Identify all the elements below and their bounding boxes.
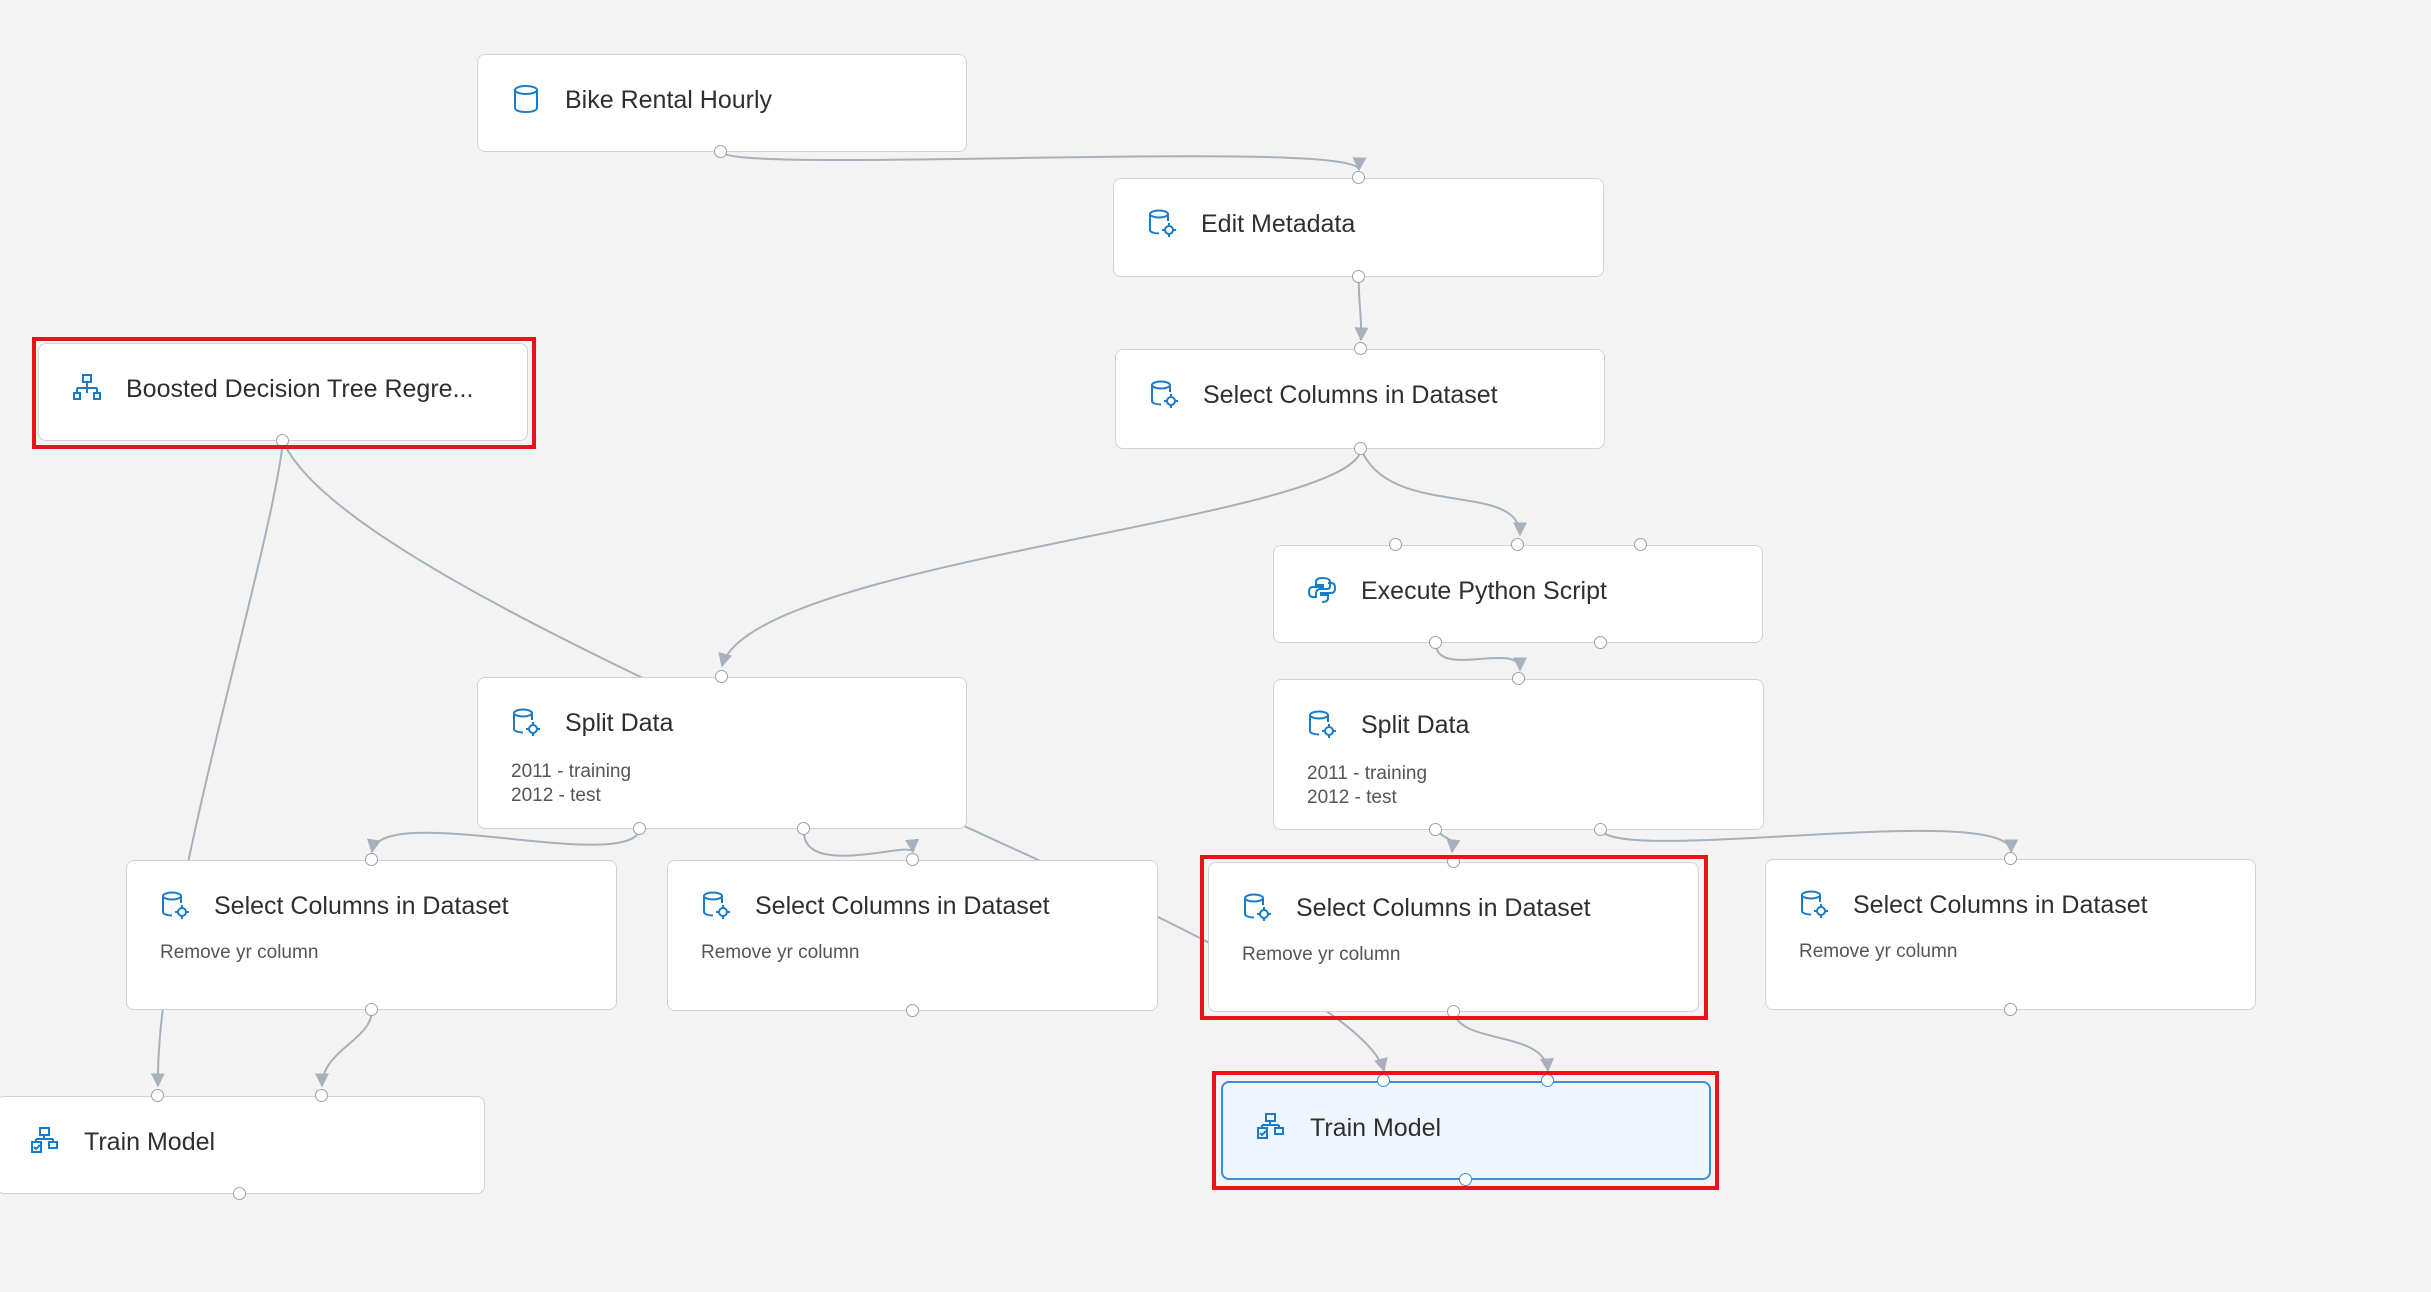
dataset-transform-icon [1149,209,1176,237]
module-bike-rental-hourly[interactable]: Bike Rental Hourly [477,54,967,152]
dataset-transform-icon [513,708,540,736]
module-title: Select Columns in Dataset [755,892,1050,920]
python-icon [1307,576,1337,603]
module-edit-metadata[interactable]: Edit Metadata [1113,178,1604,277]
output-port[interactable] [1352,270,1365,283]
module-comment: Remove yr column [1242,944,1401,965]
input-port[interactable] [1447,855,1460,868]
input-port[interactable] [1512,672,1525,685]
module-select-columns-2[interactable]: Select Columns in Dataset Remove yr colu… [667,860,1158,1011]
output-port[interactable] [797,822,810,835]
input-port[interactable] [365,853,378,866]
input-port[interactable] [2004,852,2017,865]
module-title: Split Data [565,709,674,737]
output-port[interactable] [714,145,727,158]
module-select-columns-top[interactable]: Select Columns in Dataset [1115,349,1605,449]
module-title: Edit Metadata [1201,210,1356,238]
connection-edge [718,448,1362,668]
connection-edge [367,828,641,854]
module-select-columns-3[interactable]: Select Columns in Dataset Remove yr colu… [1208,862,1699,1012]
module-execute-python-script[interactable]: Execute Python Script [1273,545,1763,643]
connection-edge [1600,829,2019,854]
input-port[interactable] [1541,1074,1554,1087]
decision-tree-icon [73,374,101,400]
dataset-transform-icon [1801,890,1828,918]
module-select-columns-4[interactable]: Select Columns in Dataset Remove yr colu… [1765,859,2256,1010]
module-train-model-right[interactable]: Train Model [1221,1081,1711,1180]
input-port[interactable] [715,670,728,683]
input-port[interactable] [1352,171,1365,184]
input-port[interactable] [1634,538,1647,551]
output-port[interactable] [2004,1003,2017,1016]
module-title: Train Model [84,1128,216,1156]
dataset-transform-icon [1309,710,1336,738]
dataset-transform-icon [162,891,189,919]
module-title: Select Columns in Dataset [214,892,509,920]
module-comment: Remove yr column [1799,941,1958,962]
connection-edge [1434,642,1527,672]
dataset-transform-icon [703,891,730,919]
connection-edge [315,1009,373,1088]
input-port[interactable] [1511,538,1524,551]
input-port[interactable] [315,1089,328,1102]
output-port[interactable] [1354,442,1367,455]
module-param-line: 2011 - training [1307,763,1428,784]
input-port[interactable] [1377,1074,1390,1087]
input-port[interactable] [1389,538,1402,551]
output-port[interactable] [1429,636,1442,649]
module-param-line: 2012 - test [1307,787,1397,808]
module-title: Select Columns in Dataset [1203,381,1498,409]
module-title: Select Columns in Dataset [1853,891,2148,919]
connection-edge [720,151,1367,172]
input-port[interactable] [151,1089,164,1102]
output-port[interactable] [906,1004,919,1017]
module-title: Execute Python Script [1361,577,1607,605]
output-port[interactable] [1459,1173,1472,1186]
output-port[interactable] [633,822,646,835]
output-port[interactable] [1429,823,1442,836]
dataset-transform-icon [1151,380,1178,408]
output-port[interactable] [233,1187,246,1200]
module-boosted-decision-tree[interactable]: Boosted Decision Tree Regre... [38,343,528,441]
output-port[interactable] [1447,1005,1460,1018]
module-title: Boosted Decision Tree Regre... [126,375,474,403]
module-comment: Remove yr column [701,942,860,963]
module-train-model-left[interactable]: Train Model [0,1096,485,1194]
output-port[interactable] [276,434,289,447]
output-port[interactable] [1594,823,1607,836]
module-title: Select Columns in Dataset [1296,894,1591,922]
output-port[interactable] [1594,636,1607,649]
train-model-icon [1257,1113,1284,1139]
module-comment: Remove yr column [160,942,319,963]
input-port[interactable] [906,853,919,866]
output-port[interactable] [365,1003,378,1016]
module-select-columns-1[interactable]: Select Columns in Dataset Remove yr colu… [126,860,617,1010]
connection-edge [1453,1011,1555,1073]
module-split-data-right[interactable]: Split Data 2011 - training 2012 - test [1273,679,1764,830]
module-title: Train Model [1310,1114,1442,1142]
module-param-line: 2011 - training [511,761,632,782]
connection-edge [1354,276,1369,342]
train-model-icon [31,1127,58,1153]
connection-edge [802,828,919,857]
module-split-data-left[interactable]: Split Data 2011 - training 2012 - test [477,677,967,829]
input-port[interactable] [1354,342,1367,355]
dataset-transform-icon [1244,893,1271,921]
module-title: Split Data [1361,711,1470,739]
connection-edge [1360,448,1527,537]
database-icon [514,85,538,114]
module-param-line: 2012 - test [511,785,601,806]
module-title: Bike Rental Hourly [565,86,773,114]
